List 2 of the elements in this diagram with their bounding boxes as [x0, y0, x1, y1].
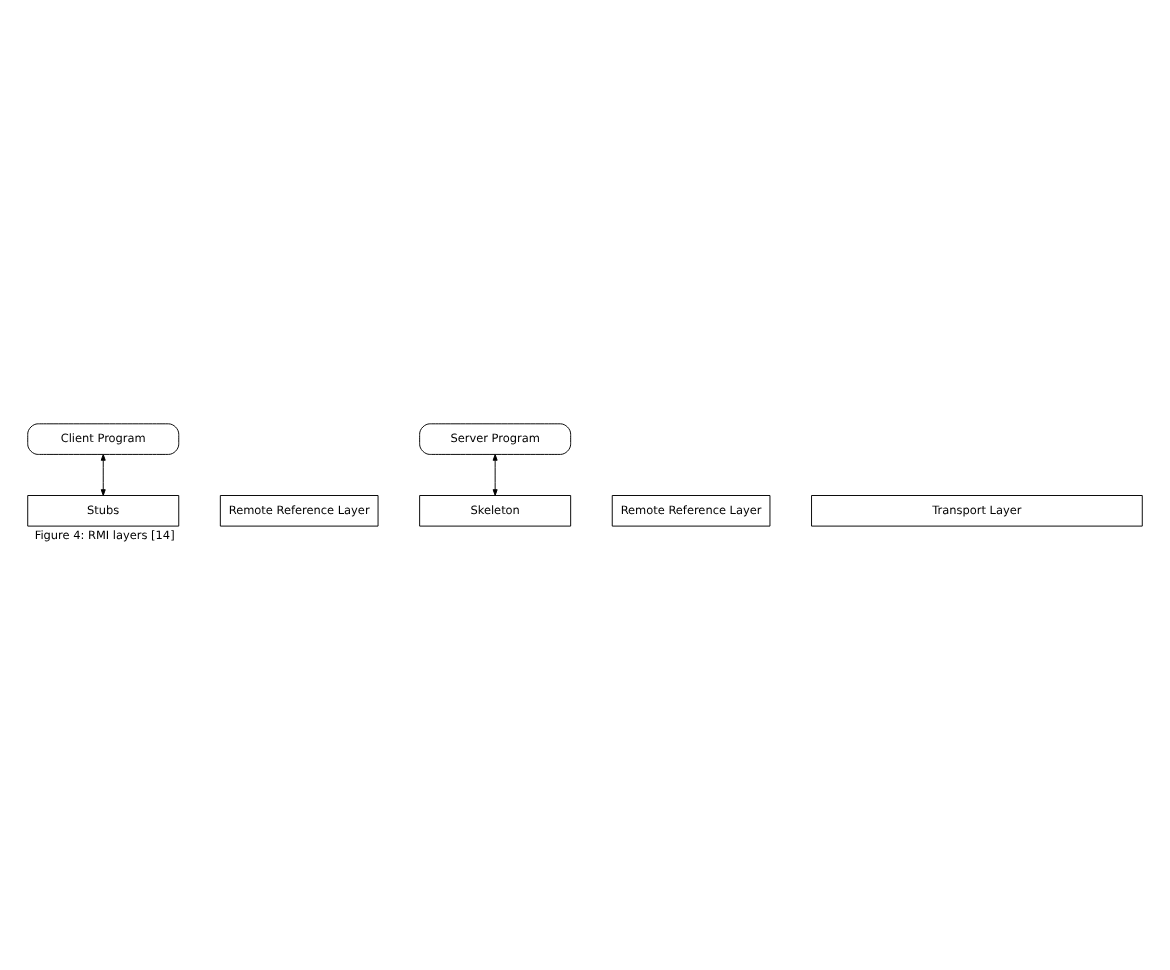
arrow	[100, 454, 106, 496]
arrow	[492, 454, 498, 496]
